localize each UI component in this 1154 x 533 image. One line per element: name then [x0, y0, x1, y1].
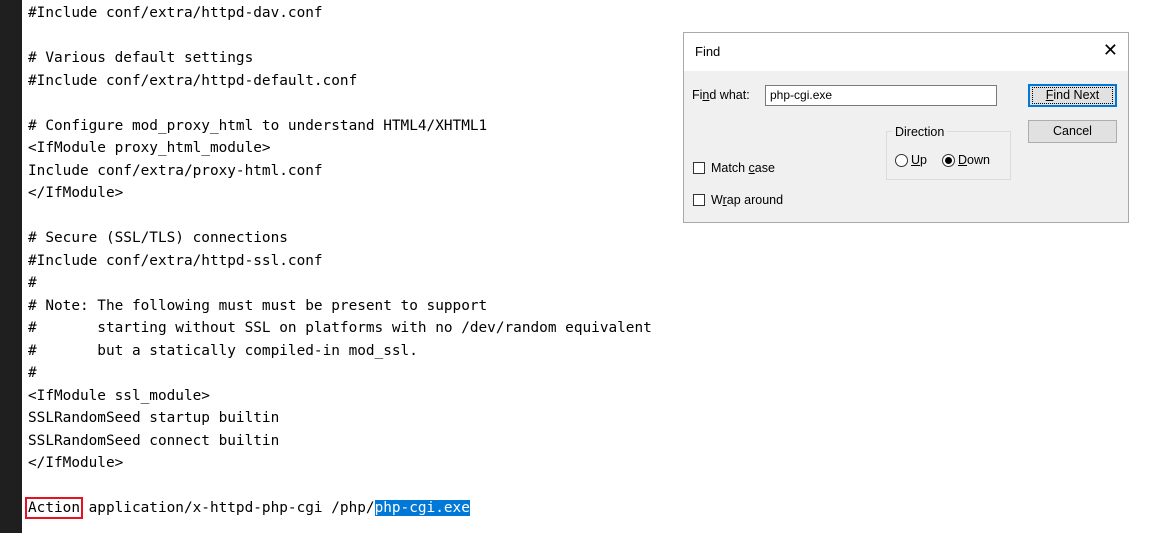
code-line: <IfModule ssl_module> — [28, 387, 210, 404]
code-line: #Include conf/extra/httpd-default.conf — [28, 72, 358, 89]
action-directive-text: application/x-httpd-php-cgi /php/ — [79, 500, 375, 516]
code-line: # starting without SSL on platforms with… — [28, 320, 652, 336]
code-line: # — [28, 365, 37, 381]
code-line: </IfModule> — [28, 185, 124, 201]
code-line: Include conf/extra/proxy-html.conf — [28, 162, 323, 179]
dialog-title: Find — [695, 44, 721, 59]
code-line: </IfModule> — [28, 455, 124, 471]
up-label: Up — [911, 153, 927, 167]
code-line: #Include conf/extra/httpd-dav.conf — [28, 5, 323, 21]
text-editor[interactable]: #Include conf/extra/httpd-dav.conf # Var… — [25, 2, 1148, 522]
code-line: # — [28, 275, 37, 291]
find-what-label: Find what: — [692, 88, 750, 102]
wrap-around-label: Wrap around — [711, 193, 784, 207]
code-line: <IfModule proxy_html_module> — [28, 140, 271, 156]
code-line: # but a statically compiled-in mod_ssl. — [28, 342, 418, 359]
code-line: SSLRandomSeed startup builtin — [28, 410, 280, 426]
action-line: Action application/x-httpd-php-cgi /php/… — [25, 497, 470, 519]
match-case-label: Match case — [711, 161, 775, 175]
find-dialog: Find ✕ Find what: php-cgi.exe Find Next … — [683, 32, 1129, 223]
direction-group — [886, 131, 1011, 180]
code-line: #Include conf/extra/httpd-ssl.conf — [28, 252, 323, 269]
find-next-button[interactable]: Find Next — [1028, 84, 1117, 107]
code-line: # Secure (SSL/TLS) connections — [28, 230, 288, 246]
search-match-highlight[interactable]: php-cgi.exe — [374, 500, 470, 516]
find-what-input[interactable]: php-cgi.exe — [765, 85, 997, 106]
cancel-button[interactable]: Cancel — [1028, 120, 1117, 143]
action-keyword: Action — [25, 497, 83, 519]
dialog-title-bar[interactable]: Find ✕ — [684, 33, 1128, 71]
match-case-checkbox[interactable] — [693, 162, 705, 174]
code-line: SSLRandomSeed connect builtin — [28, 432, 280, 449]
direction-label: Direction — [892, 125, 948, 139]
wrap-around-checkbox[interactable] — [693, 194, 705, 206]
code-line: # Configure mod_proxy_html to understand… — [28, 117, 488, 134]
down-radio[interactable] — [942, 154, 955, 167]
down-label: Down — [958, 153, 990, 167]
up-radio[interactable] — [895, 154, 908, 167]
code-line: # Various default settings — [28, 50, 254, 66]
left-margin-strip — [0, 0, 22, 533]
close-icon[interactable]: ✕ — [1102, 40, 1118, 60]
code-line: # Note: The following must must be prese… — [28, 297, 488, 314]
